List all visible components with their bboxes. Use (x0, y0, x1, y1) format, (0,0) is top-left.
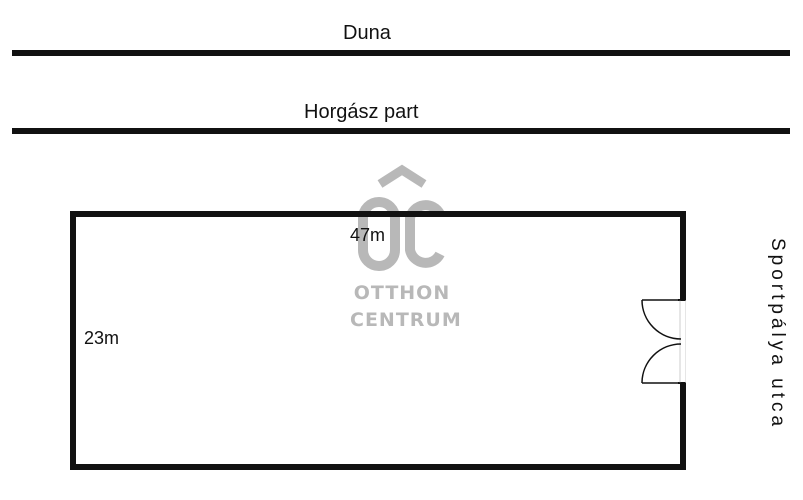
plot-outline (70, 211, 686, 470)
watermark-line-1: OTTHON (353, 282, 451, 304)
door-leaf-bottom-icon (641, 343, 682, 384)
plot-border (70, 211, 686, 470)
door-leaf-top-icon (641, 299, 682, 340)
plot-width-label: 47m (350, 225, 386, 245)
otthon-centrum-logo-icon (358, 164, 445, 271)
street-label: Sportpálya utca (767, 238, 788, 431)
river-line (12, 50, 790, 56)
otthon-centrum-watermark: OTTHON CENTRUM (350, 162, 462, 337)
bank-label: Horgász part (304, 101, 419, 123)
watermark-line-2: CENTRUM (350, 309, 462, 331)
plot-depth-label: 23m (84, 328, 120, 348)
bank-line (12, 128, 790, 134)
river-label: Duna (343, 22, 391, 44)
